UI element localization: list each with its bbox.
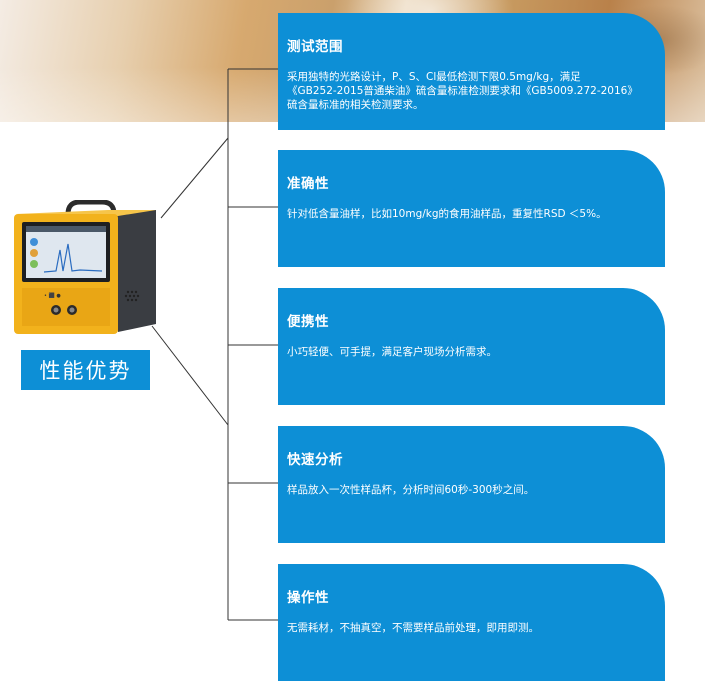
feature-title: 测试范围: [287, 39, 343, 55]
feature-body: 无需耗材，不抽真空，不需要样品前处理，即用即测。: [287, 622, 539, 634]
performance-advantages-badge: 性能优势: [21, 350, 150, 390]
feature-title: 准确性: [287, 176, 329, 192]
feature-body: 小巧轻便、可手提，满足客户现场分析需求。: [287, 346, 497, 358]
feature-card-test-range: 测试范围 采用独特的光路设计，P、S、Cl最低检测下限0.5mg/kg，满足 《…: [278, 13, 665, 130]
feature-title: 便携性: [287, 314, 329, 330]
badge-label: 性能优势: [39, 359, 132, 383]
feature-title: 操作性: [287, 590, 329, 606]
feature-body: 针对低含量油样，比如10mg/kg的食用油样品，重复性RSD ＜5%。: [287, 208, 607, 220]
instrument-image: • ⬛ ●: [14, 200, 156, 334]
feature-card-fast-analysis: 快速分析 样品放入一次性样品杯，分析时间60秒-300秒之间。: [278, 426, 665, 543]
connector-device-bottom: [151, 325, 229, 426]
feature-card-accuracy: 准确性 针对低含量油样，比如10mg/kg的食用油样品，重复性RSD ＜5%。: [278, 150, 665, 267]
feature-title: 快速分析: [287, 452, 343, 468]
panel-label: • ⬛ ●: [44, 292, 61, 299]
feature-card-portability: 便携性 小巧轻便、可手提，满足客户现场分析需求。: [278, 288, 665, 405]
feature-body: 采用独特的光路设计，P、S、Cl最低检测下限0.5mg/kg，满足 《GB252…: [287, 71, 638, 111]
connector-device-top: [160, 137, 229, 219]
feature-card-operability: 操作性 无需耗材，不抽真空，不需要样品前处理，即用即测。: [278, 564, 665, 681]
feature-body: 样品放入一次性样品杯，分析时间60秒-300秒之间。: [287, 484, 535, 496]
